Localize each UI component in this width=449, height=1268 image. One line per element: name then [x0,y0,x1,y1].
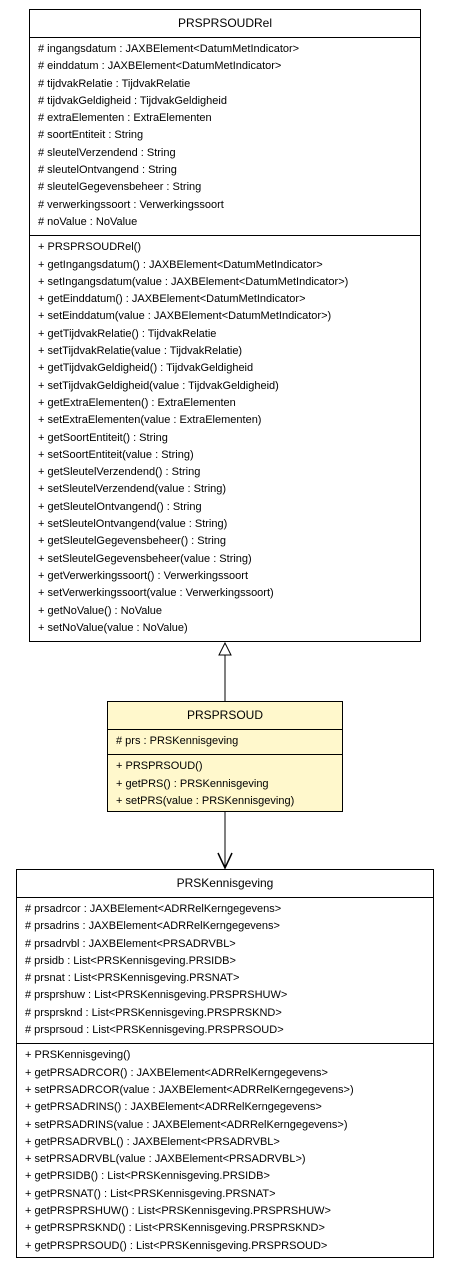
attribute-row: # prsprsoud : List<PRSKennisgeving.PRSPR… [25,1024,284,1037]
methods-section: + PRSKennisgeving() + getPRSADRCOR() : JA… [17,1043,433,1259]
method-row: + getIngangsdatum() : JAXBElement<DatumM… [38,258,323,271]
attribute-row: # prsidb : List<PRSKennisgeving.PRSIDB> [25,954,236,967]
attribute-row: # prs : PRSKennisgeving [116,735,239,747]
attribute-row: # tijdvakRelatie : TijdvakRelatie [38,77,191,90]
attribute-row: # prsadrins : JAXBElement<ADRRelKerngege… [25,920,280,933]
method-row: + getExtraElementen() : ExtraElementen [38,396,236,409]
method-row: + setPRS(value : PRSKennisgeving) [116,794,295,807]
attribute-row: # prsadrvbl : JAXBElement<PRSADRVBL> [25,937,236,950]
method-row: + getPRSPRSHUW() : List<PRSKennisgeving.… [25,1205,331,1218]
method-row: + setSleutelVerzendend(value : String) [38,483,227,496]
attributes-section: # prs : PRSKennisgeving [108,730,342,754]
association-connector [217,812,233,870]
attributes-section: # prsadrcor : JAXBElement<ADRRelKerngege… [17,898,433,1043]
method-row: + getPRSPRSKND() : List<PRSKennisgeving.… [25,1222,325,1235]
method-row: + getVerwerkingssoort() : Verwerkingssoo… [38,569,249,582]
class-name: PRSPRSOUD [108,702,342,730]
method-row: + getPRSADRVBL() : JAXBElement<PRSADRVBL… [25,1135,280,1148]
method-row: + getPRSADRCOR() : JAXBElement<ADRRelKer… [25,1066,328,1079]
attribute-row: # extraElementen : ExtraElementen [38,112,212,125]
methods-section: + PRSPRSOUD() + getPRS() : PRSKennisgevin… [108,754,342,814]
attribute-row: # tijdvakGeldigheid : TijdvakGeldigheid [38,94,227,107]
method-row: + getPRSIDB() : List<PRSKennisgeving.PRS… [25,1170,270,1183]
attribute-row: # prsprshuw : List<PRSKennisgeving.PRSPR… [25,989,288,1002]
method-row: + getSoortEntiteit() : String [38,431,168,444]
method-row: + PRSKennisgeving() [25,1049,131,1062]
method-row: + setSleutelOntvangend(value : String) [38,518,228,531]
method-row: + getEinddatum() : JAXBElement<DatumMetI… [38,293,306,306]
class-name: PRSPRSOUDRel [30,10,420,38]
method-row: + setExtraElementen(value : ExtraElement… [38,414,262,427]
method-row: + setTijdvakGeldigheid(value : TijdvakGe… [38,379,279,392]
method-row: + setVerwerkingssoort(value : Verwerking… [38,587,274,600]
attribute-row: # soortEntiteit : String [38,129,144,142]
method-row: + setPRSADRVBL(value : JAXBElement<PRSAD… [25,1153,306,1166]
attribute-row: # sleutelGegevensbeheer : String [38,181,202,194]
method-row: + setSleutelGegevensbeheer(value : Strin… [38,552,252,565]
method-row: + getSleutelVerzendend() : String [38,466,201,479]
method-row: + setPRSADRCOR(value : JAXBElement<ADRRe… [25,1083,354,1096]
class-name: PRSKennisgeving [17,870,433,898]
class-prskennisgeving[interactable]: PRSKennisgeving # prsadrcor : JAXBElemen… [16,869,434,1258]
method-row: + getPRSPRSOUD() : List<PRSKennisgeving.… [25,1239,328,1252]
attribute-row: # sleutelVerzendend : String [38,146,176,159]
method-row: + setTijdvakRelatie(value : TijdvakRelat… [38,345,243,358]
attribute-row: # prsprsknd : List<PRSKennisgeving.PRSPR… [25,1006,282,1019]
attribute-row: # prsadrcor : JAXBElement<ADRRelKerngege… [25,903,282,915]
method-row: + PRSPRSOUD() [116,760,203,773]
method-row: + setIngangsdatum(value : JAXBElement<Da… [38,275,349,288]
class-prsprsoudrel[interactable]: PRSPRSOUDRel # ingangsdatum : JAXBElemen… [29,9,421,642]
method-row: + getPRSADRINS() : JAXBElement<ADRRelKer… [25,1101,322,1114]
class-prsprsoud[interactable]: PRSPRSOUD # prs : PRSKennisgeving + PRSP… [107,701,343,812]
attributes-section: # ingangsdatum : JAXBElement<DatumMetInd… [30,38,420,235]
method-row: + getSleutelOntvangend() : String [38,500,202,513]
method-row: + getNoValue() : NoValue [38,604,163,617]
attribute-row: # einddatum : JAXBElement<DatumMetIndica… [38,60,282,73]
method-row: + PRSPRSOUDRel() [38,241,141,254]
method-row: + setNoValue(value : NoValue) [38,621,188,634]
method-row: + setEinddatum(value : JAXBElement<Datum… [38,310,332,323]
association-arrowhead-icon [217,852,233,870]
method-row: + setPRSADRINS(value : JAXBElement<ADRRe… [25,1118,348,1131]
method-row: + getTijdvakRelatie() : TijdvakRelatie [38,327,217,340]
method-row: + getPRS() : PRSKennisgeving [116,777,269,790]
method-row: + getPRSNAT() : List<PRSKennisgeving.PRS… [25,1187,276,1200]
attribute-row: # ingangsdatum : JAXBElement<DatumMetInd… [38,43,300,55]
generalization-connector [218,641,232,701]
generalization-arrowhead-icon [218,641,232,656]
attribute-row: # prsnat : List<PRSKennisgeving.PRSNAT> [25,972,240,985]
method-row: + setSoortEntiteit(value : String) [38,448,194,461]
methods-section: + PRSPRSOUDRel() + getIngangsdatum() : JA… [30,235,420,641]
attribute-row: # sleutelOntvangend : String [38,164,177,177]
method-row: + getTijdvakGeldigheid() : TijdvakGeldig… [38,362,254,375]
attribute-row: # verwerkingssoort : Verwerkingssoort [38,198,224,211]
method-row: + getSleutelGegevensbeheer() : String [38,535,227,548]
attribute-row: # noValue : NoValue [38,215,138,228]
